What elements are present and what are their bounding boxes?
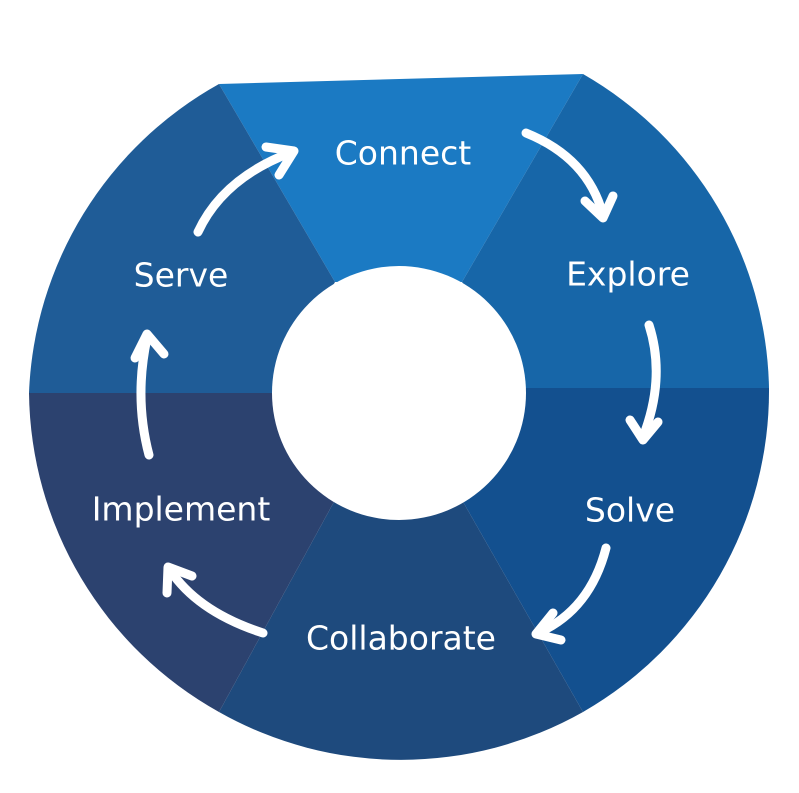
arrow-connect-to-explore-icon [521,128,618,223]
segment-connect [219,74,583,282]
label-solve: Solve [585,491,675,530]
arrow-solve-to-collaborate-icon [531,543,611,645]
segment-collaborate [219,500,583,760]
arrow-collaborate-to-implement-icon [162,562,268,638]
flow-arrows [130,128,663,645]
arrow-serve-to-connect-icon [193,142,299,237]
label-connect: Connect [335,134,472,173]
segment-explore [462,74,769,388]
label-implement: Implement [92,490,271,529]
center-hole [272,266,526,520]
label-collaborate: Collaborate [306,619,496,658]
label-explore: Explore [566,255,690,294]
segment-serve [29,84,335,393]
arrow-explore-to-solve-icon [625,320,663,445]
label-serve: Serve [134,256,229,295]
arrow-implement-to-serve-icon [130,329,169,460]
